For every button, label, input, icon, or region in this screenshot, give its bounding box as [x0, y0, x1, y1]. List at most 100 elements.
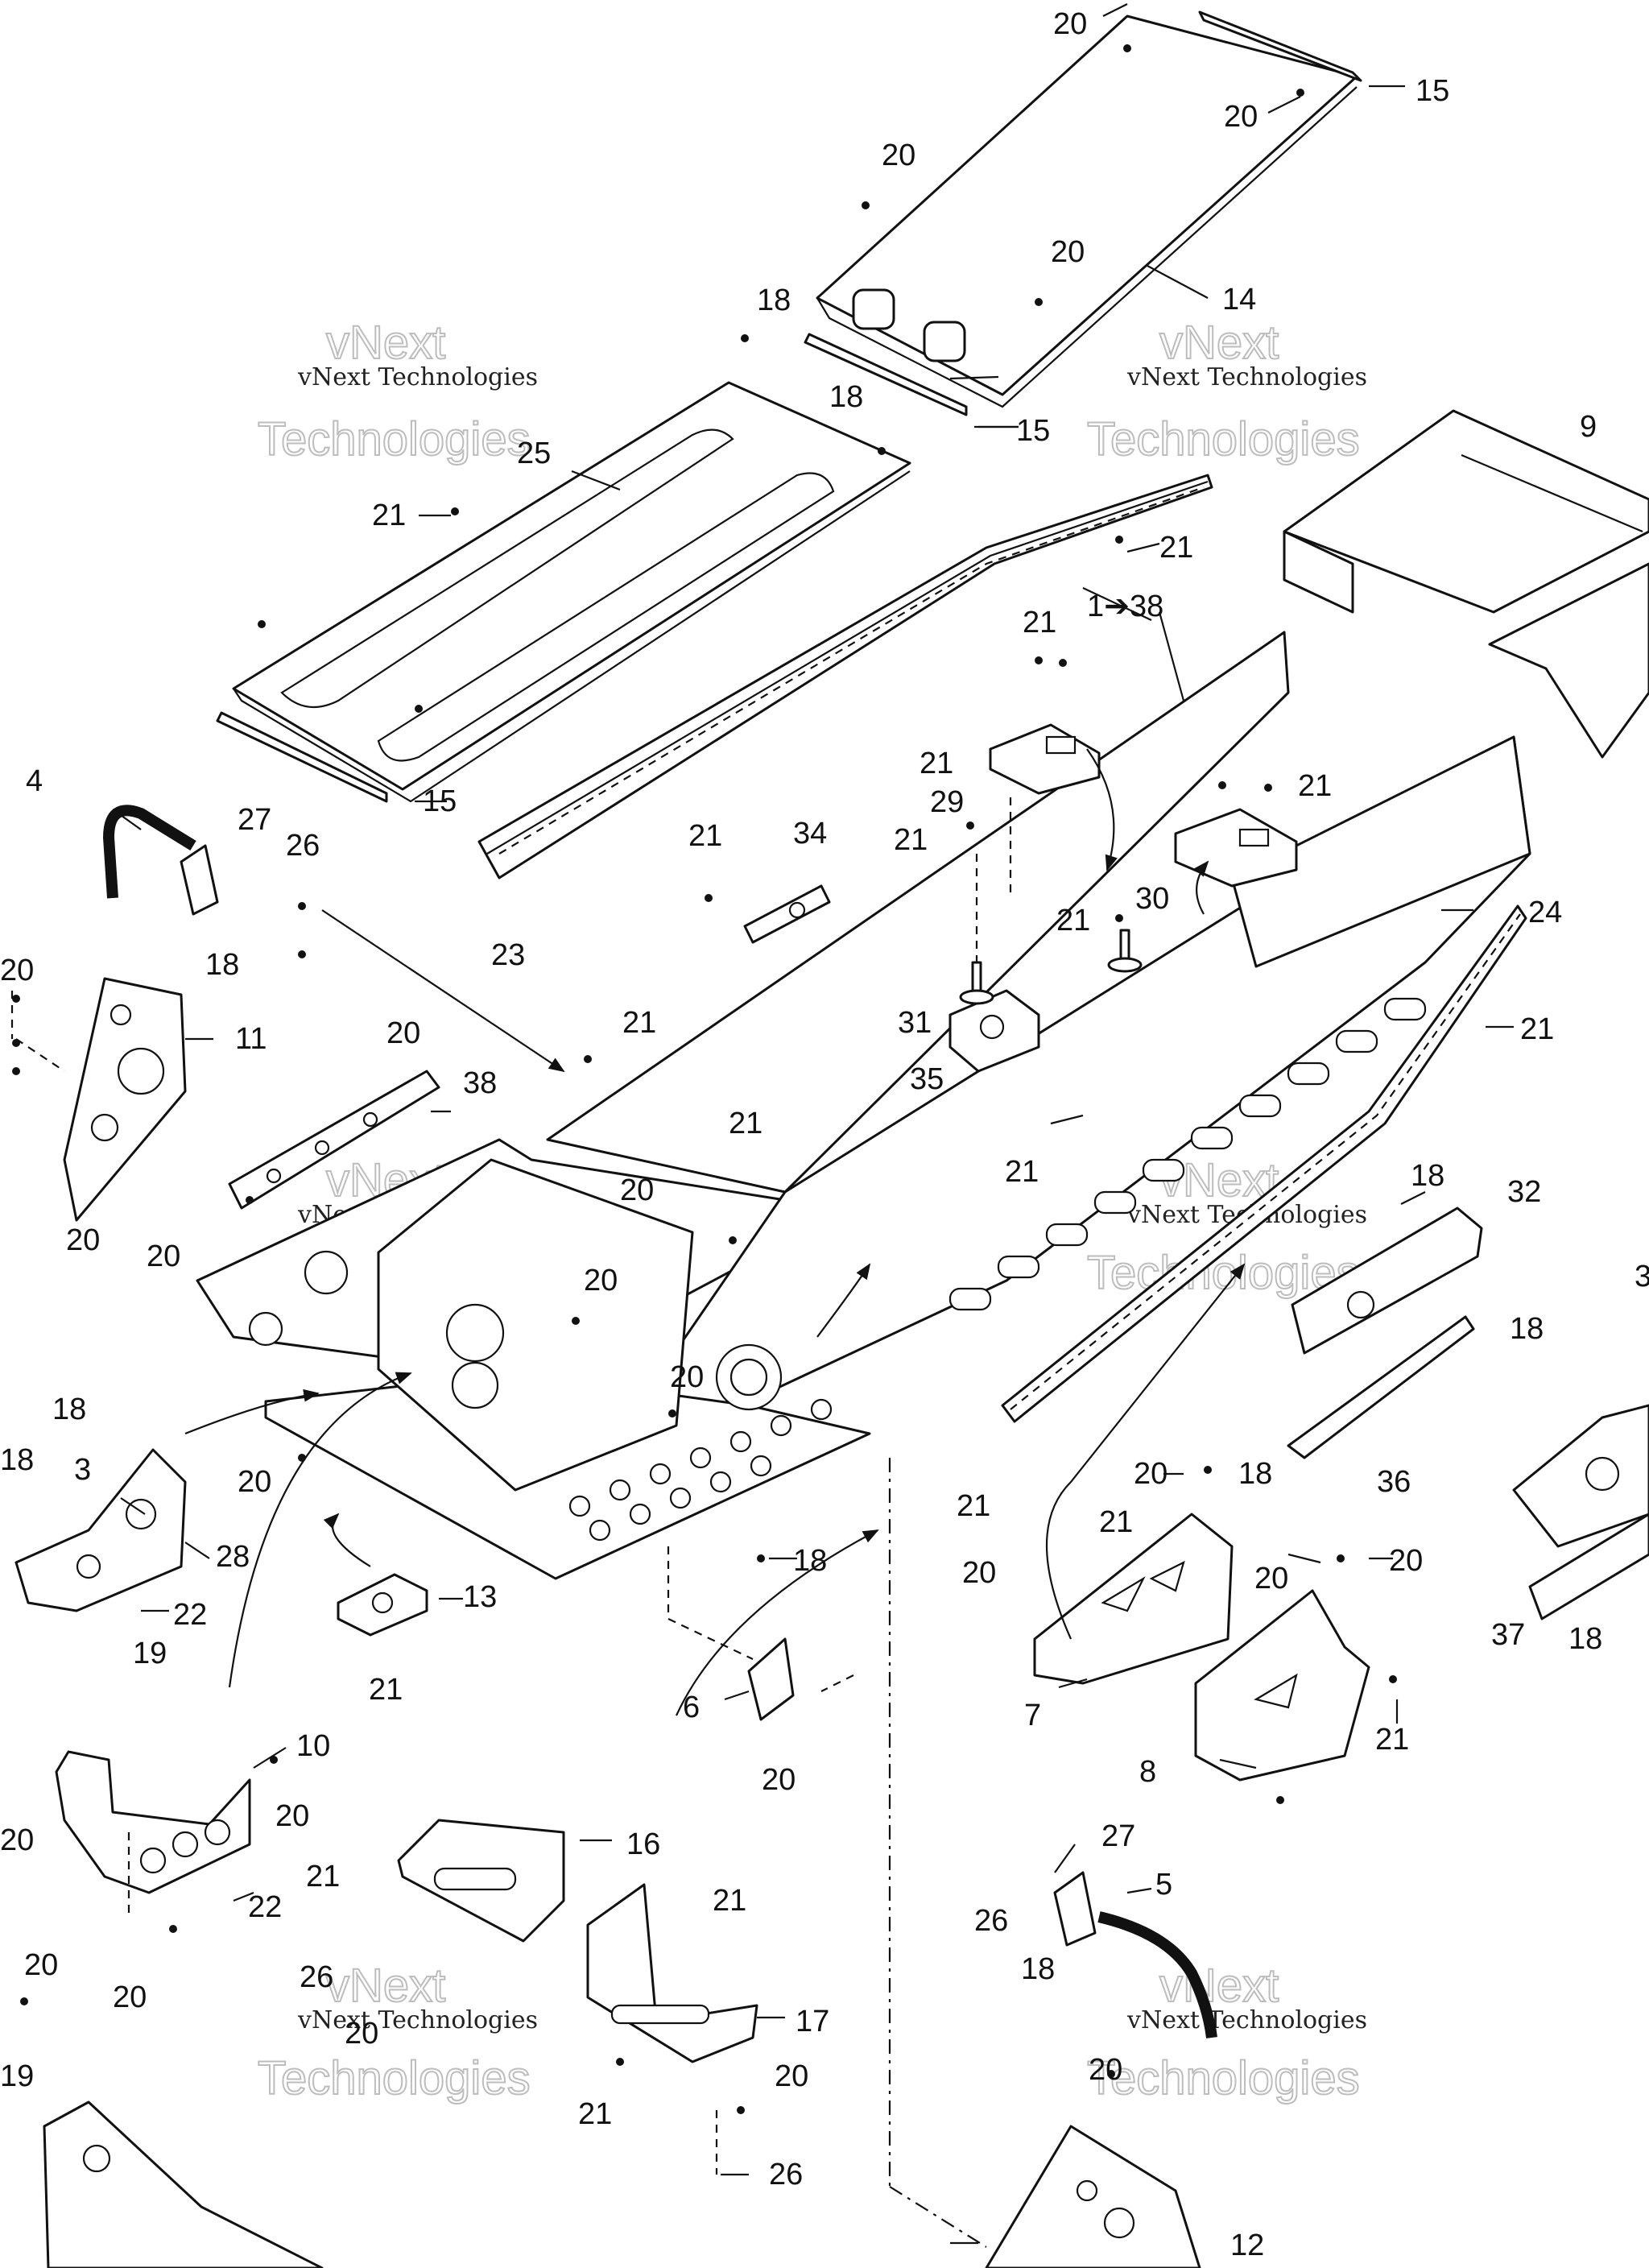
callout: 27	[238, 803, 271, 837]
watermark-small: vNext Technologies	[297, 363, 538, 391]
part-30-bracket	[1174, 808, 1298, 888]
callout: 26	[300, 1960, 333, 1994]
callout: 21	[894, 823, 928, 857]
callout: 25	[517, 437, 551, 470]
callout: 18	[0, 1443, 34, 1477]
part-24-rail	[1001, 904, 1527, 1423]
watermark-small: vNext Technologies	[1126, 2006, 1367, 2034]
part-8-bracket	[1194, 1589, 1370, 1782]
callout: 20	[962, 1556, 996, 1590]
callout: 21	[1023, 606, 1056, 639]
callout: 37	[1491, 1618, 1525, 1652]
part-10-bracket	[55, 1750, 251, 1894]
callout: 20	[0, 1823, 34, 1857]
callout: 8	[1139, 1755, 1156, 1789]
callout: 20	[1254, 1562, 1288, 1595]
callout: 34	[793, 817, 827, 850]
callout: 20	[0, 954, 34, 987]
callout: 13	[463, 1580, 497, 1614]
callout: 18	[1411, 1159, 1444, 1193]
callout: 19	[133, 1637, 167, 1670]
callout: 20	[1089, 2053, 1122, 2087]
callout: 17	[796, 2005, 829, 2038]
callout: 15	[1016, 414, 1050, 448]
part-34-bracket	[743, 884, 831, 944]
fastener-markers	[12, 44, 1397, 2114]
callout: 24	[1528, 896, 1562, 929]
callout: 9	[1580, 410, 1597, 444]
watermark-large-2: Technologies	[258, 2052, 531, 2105]
callout: 14	[1222, 283, 1256, 317]
callout: 6	[683, 1691, 700, 1724]
callout: 3	[74, 1453, 91, 1487]
callout: 18	[205, 948, 239, 982]
callout: 20	[1134, 1457, 1168, 1491]
callout: 26	[769, 2158, 803, 2191]
part-13-plate	[337, 1573, 428, 1637]
part-19-plate	[43, 2100, 324, 2268]
callout: 21	[1099, 1505, 1133, 1539]
callout: 20	[1053, 7, 1087, 41]
part-36-strip	[1287, 1315, 1475, 1459]
callout: 20	[762, 1763, 796, 1797]
part-17-footrest	[586, 1883, 758, 2063]
part-25-running-board	[216, 381, 911, 803]
part-5-handle	[1053, 1871, 1217, 2038]
callout: 21	[622, 1006, 656, 1040]
part-35-bracket	[948, 989, 1040, 1073]
part-14-top-panel	[804, 10, 1362, 416]
callout: 21	[713, 1884, 746, 1918]
callout: 1➔38	[1087, 590, 1163, 623]
watermark-large-1: vNext	[326, 317, 445, 369]
part-11-side-plate	[63, 977, 187, 1222]
part-9-rear-bracket	[1283, 409, 1649, 759]
callout: 30	[1135, 882, 1169, 916]
callout: 20	[882, 139, 915, 172]
leader-lines	[112, 3, 1514, 2245]
callout-labels: 20 15 20 20 20 14 18 18 15 9 25 21 21 1➔…	[0, 7, 1649, 2262]
callout: 18	[1568, 1622, 1602, 1656]
callout: 21	[306, 1860, 340, 1893]
callout: 20	[66, 1223, 100, 1257]
callout: 20	[24, 1948, 58, 1982]
part-37-strip	[1528, 1513, 1649, 1620]
callout: 19	[0, 2059, 34, 2093]
callout: 18	[1238, 1457, 1272, 1491]
watermark-large-1: vNext	[326, 1960, 445, 2012]
callout: 21	[369, 1673, 403, 1707]
callout: 21	[1056, 904, 1090, 937]
callout: 36	[1377, 1465, 1411, 1499]
callout: 21	[1298, 769, 1332, 803]
louvre-row	[948, 997, 1427, 1311]
callout: 21	[1375, 1723, 1409, 1757]
callout: 21	[1520, 1012, 1554, 1046]
callout: 21	[920, 747, 953, 780]
callout: 20	[775, 2059, 808, 2093]
part-23-rail	[477, 474, 1213, 879]
callout: 16	[626, 1827, 660, 1861]
callout: 26	[974, 1904, 1008, 1938]
callout: 18	[1021, 1952, 1055, 1986]
callout: 18	[52, 1393, 86, 1426]
part-4-handle	[102, 805, 219, 916]
callout: 31	[898, 1006, 932, 1040]
callout: 26	[286, 829, 320, 863]
callout: 7	[1024, 1699, 1041, 1732]
part-16-footrest	[397, 1819, 565, 1943]
callout: 20	[620, 1173, 654, 1207]
callout: 10	[296, 1729, 330, 1763]
part-29-bracket	[989, 723, 1101, 795]
callout: 29	[930, 785, 964, 819]
callout: 20	[1389, 1544, 1423, 1578]
callout: 21	[729, 1107, 763, 1140]
part-32-plate	[1291, 1206, 1483, 1355]
callout: 20	[238, 1465, 271, 1499]
latch-icon	[923, 321, 966, 362]
chassis-tunnel	[196, 631, 1531, 1580]
watermark-small: vNext Technologies	[297, 2006, 538, 2034]
callout: 20	[670, 1360, 704, 1394]
callout: 28	[216, 1540, 250, 1574]
callout: 18	[1510, 1312, 1544, 1346]
part-6-plate	[747, 1637, 795, 1721]
